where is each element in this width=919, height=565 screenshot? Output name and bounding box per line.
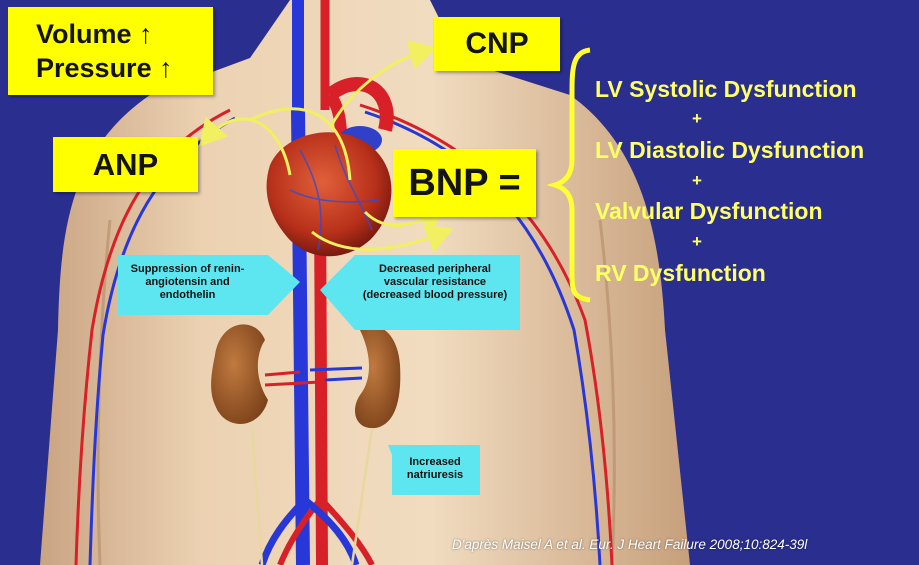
pressure-line: Pressure ↑ <box>36 51 213 85</box>
decreased-resistance-label: Decreased peripheral vascular resistance… <box>360 263 510 302</box>
natriuresis-label: Increased natriuresis <box>395 456 475 482</box>
plus-sign: + <box>692 109 702 129</box>
citation: D'après Maisel A et al. Eur. J Heart Fai… <box>452 537 807 552</box>
up-arrow-icon: ↑ <box>139 19 153 49</box>
anp-box: ANP <box>53 137 198 192</box>
volume-line: Volume ↑ <box>36 17 213 51</box>
up-arrow-icon: ↑ <box>159 53 173 83</box>
suppression-label: Suppression of renin-angiotensin and end… <box>120 263 255 302</box>
bnp-component-lv-diastolic: LV Diastolic Dysfunction <box>595 137 864 164</box>
cnp-box: CNP <box>434 17 560 71</box>
plus-sign: + <box>692 171 702 191</box>
bnp-component-rv: RV Dysfunction <box>595 260 766 287</box>
bnp-box: BNP = <box>393 149 536 217</box>
bnp-component-lv-systolic: LV Systolic Dysfunction <box>595 76 857 103</box>
volume-pressure-box: Volume ↑ Pressure ↑ <box>8 7 213 95</box>
bnp-component-valvular: Valvular Dysfunction <box>595 198 823 225</box>
plus-sign: + <box>692 232 702 252</box>
